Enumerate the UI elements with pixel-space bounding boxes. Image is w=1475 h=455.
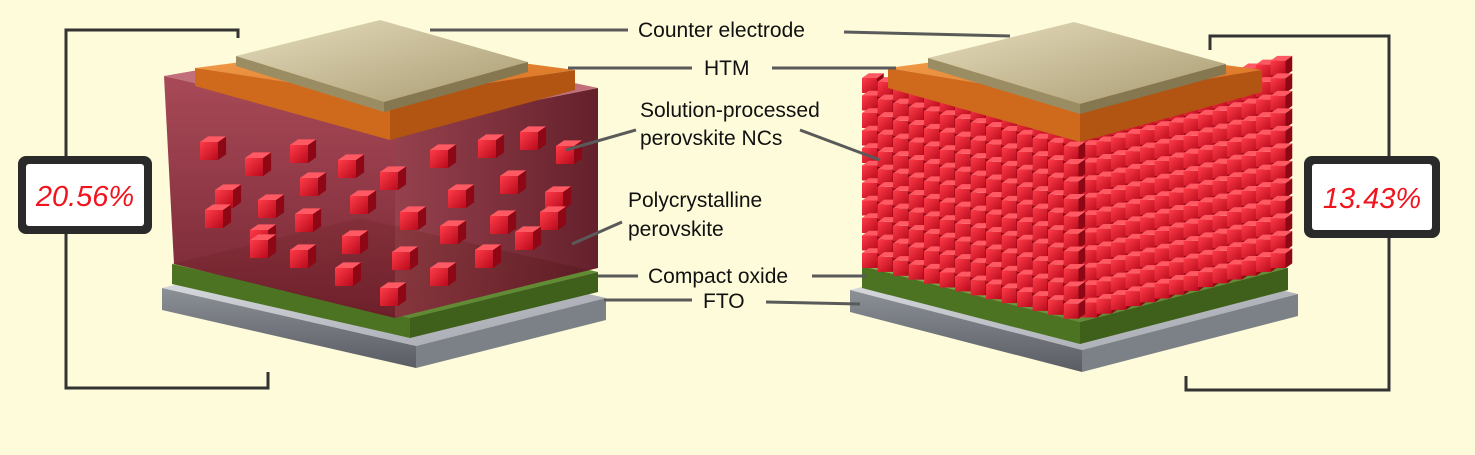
label-htm: HTM [704,57,750,80]
nanocrystal [1270,160,1293,181]
embedded-cube [335,262,362,286]
right-electrode-front [928,58,1080,114]
left-fto-front [162,288,416,368]
nanocrystal [1270,230,1293,251]
embedded-cube [245,152,272,176]
nanocrystal [1270,248,1293,269]
embedded-cube [350,190,377,214]
right-electrode-side [1080,64,1226,114]
embedded-cube [478,134,505,158]
left-compact-oxide-front [172,264,410,338]
embedded-cube [295,208,322,232]
embedded-cube [520,126,547,150]
nanocrystal [1063,246,1086,267]
embedded-cube [258,194,285,218]
embedded-cube [430,262,457,286]
left-htm-front [195,68,390,140]
right-htm-front [888,68,1080,142]
right-efficiency-value: 13.43% [1323,183,1421,215]
leader-counter-electrode-right [843,30,1011,38]
right-electrode-top [928,22,1226,104]
left-embedded-cubes [200,126,583,306]
label-polycrystalline-line1: Polycrystalline [628,189,762,212]
embedded-cube [556,140,583,164]
leader-polycrystalline [571,220,623,246]
right-fto-side [1082,294,1298,372]
embedded-cube [392,246,419,270]
nanocrystal [1063,263,1086,284]
label-solution-processed-line1: Solution-processed [640,99,820,122]
right-compact-oxide-side [1080,268,1288,344]
embedded-cube [545,186,572,210]
left-fto-side [416,298,606,368]
embedded-cube [338,154,365,178]
embedded-cube [448,184,475,208]
embedded-cube [215,184,242,208]
nanocrystal [1063,281,1086,302]
leader-fto-right [765,300,861,306]
embedded-cube [380,166,407,190]
left-efficiency-value: 20.56% [35,181,134,213]
embedded-cube [400,206,427,230]
label-counter-electrode: Counter electrode [638,19,805,42]
layer-labels: Counter electrode HTM Solution-processed… [628,19,820,313]
label-polycrystalline-line2: perovskite [628,218,724,241]
leader-lines [430,28,1011,306]
right-efficiency-meter: 13.43% [1304,156,1440,238]
leader-solution-nc-right [799,128,881,162]
left-circuit-wire [64,28,270,390]
right-fto-front [850,290,1082,372]
embedded-cube [500,170,527,194]
right-device [850,22,1391,392]
label-fto: FTO [703,290,745,313]
embedded-cube [515,226,542,250]
nanocrystal [1063,228,1086,249]
nanocrystal [1270,178,1293,199]
left-htm-side [390,70,575,140]
nanocrystal [1063,298,1086,319]
nanocrystal [1063,193,1086,214]
embedded-cube [290,139,317,163]
embedded-cube [300,172,327,196]
left-electrode-front [236,56,384,112]
embedded-cube [430,144,457,168]
nanocrystal [1270,55,1293,76]
embedded-cube [200,136,227,160]
left-compact-oxide-side [410,272,598,338]
embedded-cube [205,204,232,228]
left-device [64,20,606,390]
nanocrystal [1063,158,1086,179]
embedded-cube [490,210,517,234]
nanocrystal [1270,125,1293,146]
embedded-cube [342,230,369,254]
right-circuit-wire [1184,34,1391,392]
embedded-cube [540,206,567,230]
leader-solution-nc-left [565,128,637,152]
embedded-cube [475,244,502,268]
nanocrystal [1063,211,1086,232]
nanocrystal [1270,213,1293,234]
embedded-cube [290,244,317,268]
nanocrystal [1270,73,1293,94]
nanocrystal [1270,90,1293,111]
embedded-cube [380,282,407,306]
label-compact-oxide: Compact oxide [648,265,788,288]
nanocrystal [1063,176,1086,197]
left-efficiency-meter: 20.56% [18,156,152,234]
label-solution-processed-line2: perovskite NCs [640,127,782,150]
nanocrystal [1063,141,1086,162]
embedded-cube [440,220,467,244]
left-electrode-side [384,62,528,112]
right-compact-oxide-front [862,266,1080,344]
left-electrode-top [236,20,528,102]
embedded-cube [250,234,277,258]
nanocrystal [1270,195,1293,216]
right-htm-side [1080,70,1262,142]
nanocrystal [1270,108,1293,129]
nanocrystal [1270,143,1293,164]
